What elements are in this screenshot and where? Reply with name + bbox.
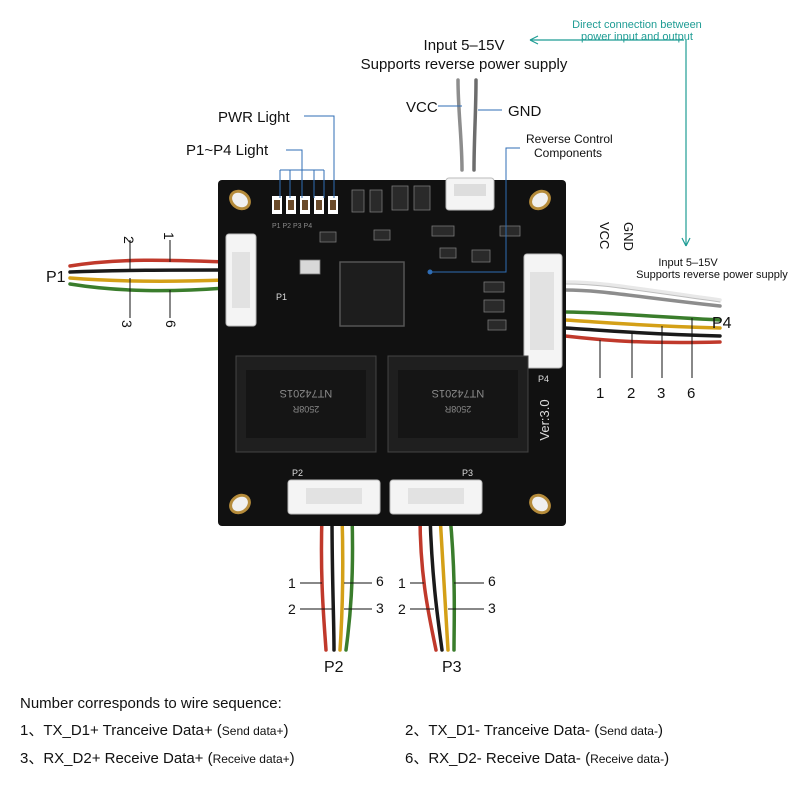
p4-gnd-label: GND	[621, 222, 636, 251]
input-top-sublabel: Supports reverse power supply	[361, 56, 568, 73]
board-p4-label: P4	[538, 374, 549, 384]
legend-item-3-end: )	[289, 750, 295, 767]
legend-item-1-main: 1、TX_D1+ Tranceive Data+ (	[20, 722, 222, 739]
legend-item-3: 3、RX_D2+ Receive Data+ (Receive data+)	[20, 745, 405, 773]
passive-components	[299, 185, 521, 331]
chip-right-model: NT74201S	[432, 387, 485, 399]
legend-row-1: 1、TX_D1+ Tranceive Data+ (Send data+) 2、…	[20, 717, 790, 745]
legend-item-2-note: Send data-	[599, 724, 658, 738]
p1-wire-num-3: 3	[119, 320, 135, 328]
legend-item-4: 6、RX_D2- Receive Data- (Receive data-)	[405, 745, 790, 773]
p1-connector	[225, 233, 257, 327]
p4-wire-bundle	[563, 280, 722, 345]
reverse-control-label-1: Reverse Control	[526, 132, 613, 146]
legend-item-3-main: 3、RX_D2+ Receive Data+ (	[20, 750, 213, 767]
controller-chip	[339, 261, 405, 327]
p3-wire-num-2: 2	[398, 601, 406, 617]
direct-connection-note-1: Direct connection between	[572, 19, 702, 31]
legend-row-2: 3、RX_D2+ Receive Data+ (Receive data+) 6…	[20, 745, 790, 773]
led-silkscreen-labels: P1 P2 P3 P4	[272, 223, 312, 230]
p2-wire-num-1: 1	[288, 575, 296, 591]
input-top-label: Input 5–15V	[424, 37, 505, 54]
p4-connector	[523, 253, 563, 369]
p2-wire-num-6: 6	[376, 573, 384, 589]
p4-vcc-label: VCC	[597, 222, 612, 249]
chip-left-model: NT74201S	[280, 387, 333, 399]
p1-wire-num-1: 1	[161, 232, 177, 240]
pwr-light-label: PWR Light	[218, 109, 291, 126]
port-p2-label: P2	[324, 659, 344, 676]
port-p3-label: P3	[442, 659, 462, 676]
power-connector	[445, 177, 495, 211]
legend-item-4-main: 6、RX_D2- Receive Data- (	[405, 750, 591, 767]
reverse-control-label-2: Components	[534, 146, 602, 160]
p2-wire-bundle	[319, 513, 355, 652]
p3-connector	[389, 479, 483, 515]
port-p1-label: P1	[46, 269, 66, 286]
p1-wire-num-6: 6	[163, 320, 179, 328]
p4-number-leaders	[599, 318, 693, 378]
p4-wire-num-2: 2	[627, 385, 635, 402]
gnd-label: GND	[508, 103, 542, 120]
p2-connector	[287, 479, 381, 515]
legend-item-2-end: )	[657, 722, 663, 739]
legend-item-4-note: Receive data-	[590, 752, 665, 766]
p1-number-leaders	[129, 240, 171, 318]
chip-left-batch: 2508R	[292, 404, 319, 414]
input-right-label: Input 5–15V	[658, 257, 718, 269]
p4-wire-num-6: 6	[687, 385, 695, 402]
p1-wire-bundle	[68, 258, 228, 293]
direct-connection-line	[529, 35, 691, 247]
pcb-board: P1 P2 P3 P4	[218, 177, 566, 526]
board-p2-label: P2	[292, 468, 303, 478]
direct-connection-note-2: power input and output	[581, 31, 693, 43]
legend-item-2-main: 2、TX_D1- Tranceive Data- (	[405, 722, 600, 739]
callout-lines	[279, 105, 520, 275]
input-right-sublabel: Supports reverse power supply	[636, 269, 788, 281]
p3-wire-bundle	[418, 513, 457, 652]
legend-item-1-note: Send data+	[221, 724, 284, 738]
port-p4-label: P4	[712, 315, 732, 332]
p3-number-leaders	[410, 582, 484, 610]
legend-item-4-end: )	[664, 750, 670, 767]
board-p3-label: P3	[462, 468, 473, 478]
legend-item-1-end: )	[283, 722, 289, 739]
p1p4-light-label: P1~P4 Light	[186, 142, 269, 159]
transformer-right: NT74201S 2508R	[387, 355, 529, 453]
p4-wire-num-1: 1	[596, 385, 604, 402]
board-version: Ver:3.0	[537, 399, 552, 440]
legend-item-1: 1、TX_D1+ Tranceive Data+ (Send data+)	[20, 717, 405, 745]
p4-wire-num-3: 3	[657, 385, 665, 402]
p1-wire-num-2: 2	[121, 236, 137, 244]
legend-item-2: 2、TX_D1- Tranceive Data- (Send data-)	[405, 717, 790, 745]
chip-right-batch: 2508R	[444, 404, 471, 414]
p3-wire-num-6: 6	[488, 573, 496, 589]
p2-wire-num-3: 3	[376, 600, 384, 616]
led-row: P1 P2 P3 P4	[272, 196, 338, 230]
p2-wire-num-2: 2	[288, 601, 296, 617]
p2-number-leaders	[300, 582, 372, 610]
legend-title: Number corresponds to wire sequence:	[20, 695, 282, 712]
power-input-wires	[456, 78, 478, 172]
board-p1-label: P1	[276, 292, 287, 302]
mounting-holes	[229, 189, 551, 515]
wire-sequence-legend: Number corresponds to wire sequence: 1、T…	[20, 690, 790, 773]
legend-item-3-note: Receive data+	[212, 752, 290, 766]
p3-wire-num-3: 3	[488, 600, 496, 616]
transformer-left: NT74201S 2508R	[235, 355, 377, 453]
p3-wire-num-1: 1	[398, 575, 406, 591]
vcc-label: VCC	[406, 99, 438, 116]
